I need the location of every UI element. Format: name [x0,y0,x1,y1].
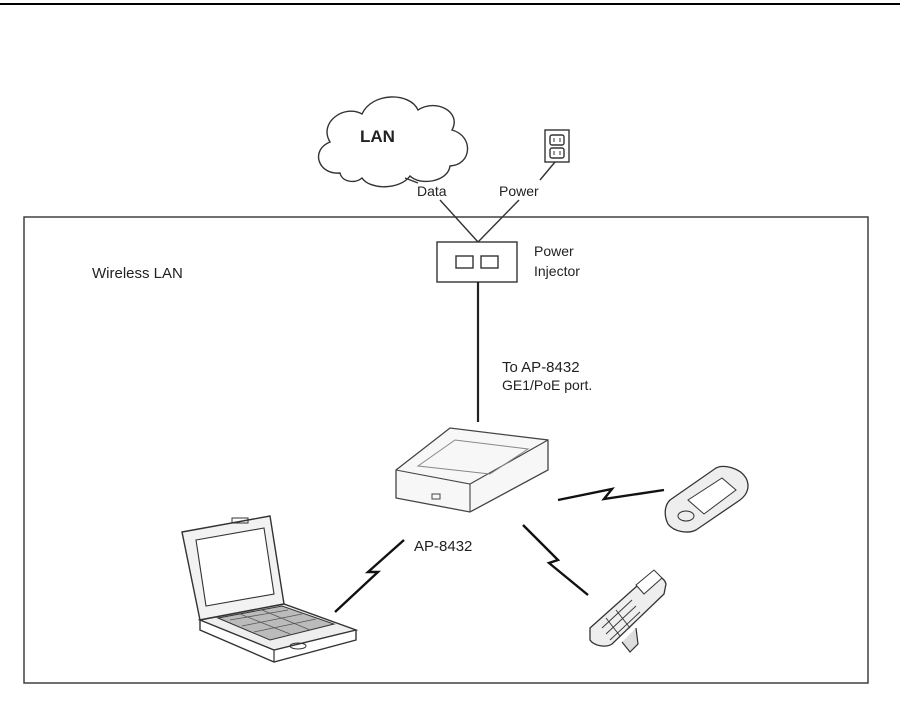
injector-label-line2: Injector [534,263,580,279]
power-cord [540,162,555,180]
access-point-icon [396,428,548,512]
pda-device-icon [665,466,748,532]
wireless-link-pda [558,489,664,500]
laptop-icon [182,516,356,662]
ap-label: AP-8432 [414,538,472,555]
power-outlet-icon [545,130,569,162]
cable-label-line2: GE1/PoE port. [502,377,592,393]
lan-cloud-label: LAN [360,127,395,146]
power-line [478,200,519,242]
wireless-lan-label: Wireless LAN [92,265,183,282]
data-label: Data [417,183,447,199]
cable-label-line1: To AP-8432 [502,359,580,376]
injector-label-line1: Power [534,243,574,259]
scanner-device-icon [590,570,666,652]
power-label: Power [499,183,539,199]
wireless-link-laptop [335,540,404,612]
wireless-link-scanner [523,525,588,595]
power-injector-icon [437,242,517,282]
data-line [440,200,478,242]
